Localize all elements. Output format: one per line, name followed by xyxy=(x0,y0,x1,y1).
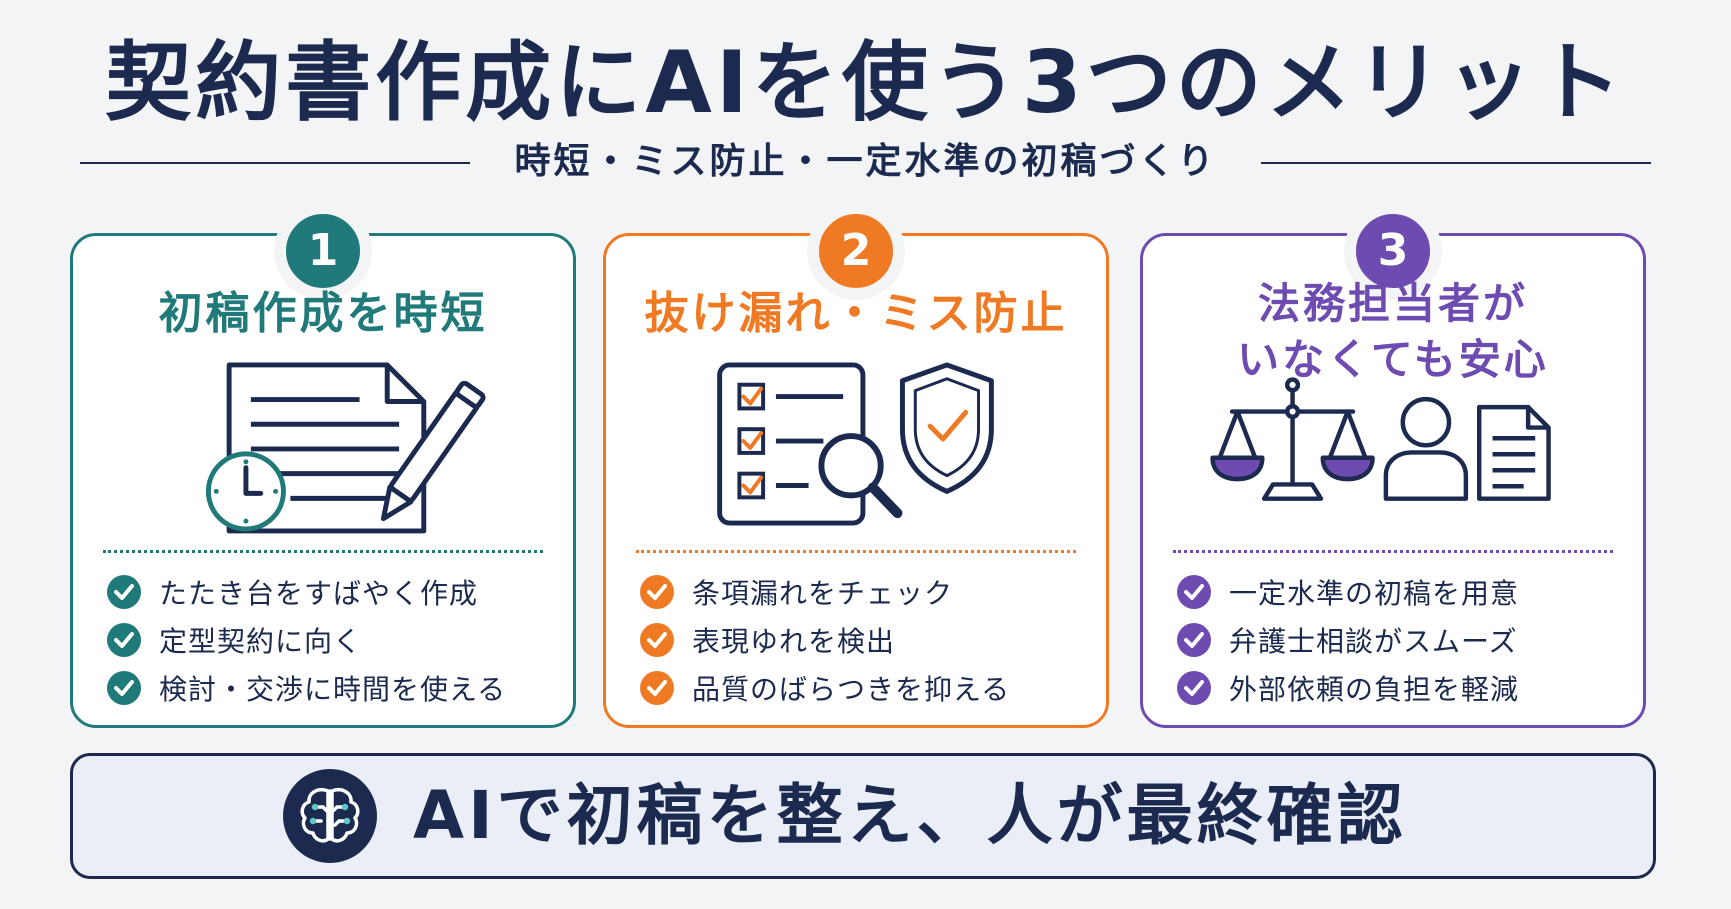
check-icon xyxy=(1177,623,1211,657)
list-item: 外部依頼の負担を軽減 xyxy=(1177,666,1519,714)
card-illustration xyxy=(717,362,994,526)
card-title-line: 抜け漏れ・ミス防止 xyxy=(644,288,1068,339)
list-item-text: 品質のばらつきを抑える xyxy=(692,673,1011,706)
list-item-text: 表現ゆれを検出 xyxy=(692,625,896,658)
summary-banner: AIで初稿を整え、人が最終確認 xyxy=(70,753,1656,879)
list-item-text: 検討・交渉に時間を使える xyxy=(159,673,507,706)
subtitle-row: 時短・ミス防止・一定水準の初稿づくり xyxy=(80,138,1651,186)
card-divider xyxy=(1173,550,1613,553)
check-icon xyxy=(107,623,141,657)
card-illustration xyxy=(205,362,486,534)
page-title: 契約書作成にAIを使う3つのメリット xyxy=(105,33,1626,133)
card-title-line: 法務担当者が xyxy=(1257,279,1528,328)
benefit-card-2: 2 抜け漏れ・ミス防止 条項漏れをチェック xyxy=(603,202,1109,728)
check-icon xyxy=(640,575,674,609)
check-icon xyxy=(640,671,674,705)
ai-brain-icon xyxy=(283,769,377,863)
benefit-card-3: 3 法務担当者が いなくても安心 xyxy=(1140,202,1646,728)
summary-banner-text: AIで初稿を整え、人が最終確認 xyxy=(413,777,1407,854)
list-item: 一定水準の初稿を用意 xyxy=(1177,570,1519,618)
card-title-line: いなくても安心 xyxy=(1237,335,1549,384)
card-divider xyxy=(103,550,543,553)
card-title: 初稿作成を時短 xyxy=(73,284,573,344)
card-illustration xyxy=(1210,377,1551,501)
benefit-card-1: 1 初稿作成を時短 たたき台をすばやく作成 xyxy=(70,202,576,728)
document-icon xyxy=(1477,404,1551,501)
shield-check-icon xyxy=(899,362,994,494)
scales-icon xyxy=(1210,377,1375,501)
magnifier-icon xyxy=(818,433,903,519)
list-item-text: 一定水準の初稿を用意 xyxy=(1229,577,1520,610)
card-title: 法務担当者が いなくても安心 xyxy=(1143,276,1643,388)
list-item: 弁護士相談がスムーズ xyxy=(1177,618,1519,666)
list-item: 検討・交渉に時間を使える xyxy=(107,666,506,714)
check-icon xyxy=(640,623,674,657)
list-item-text: 条項漏れをチェック xyxy=(692,577,954,610)
check-icon xyxy=(1177,671,1211,705)
list-item: 品質のばらつきを抑える xyxy=(640,666,1010,714)
card-title-line: 初稿作成を時短 xyxy=(158,288,488,339)
card-point-list: たたき台をすばやく作成 定型契約に向く 検討・交渉に時間を使える xyxy=(107,570,506,714)
list-item-text: たたき台をすばやく作成 xyxy=(159,577,479,610)
card-point-list: 一定水準の初稿を用意 弁護士相談がスムーズ 外部依頼の負担を軽減 xyxy=(1177,570,1519,714)
list-item: 条項漏れをチェック xyxy=(640,570,1010,618)
card-title: 抜け漏れ・ミス防止 xyxy=(606,284,1106,344)
list-item: 表現ゆれを検出 xyxy=(640,618,1010,666)
list-item-text: 弁護士相談がスムーズ xyxy=(1229,625,1518,658)
pen-icon xyxy=(380,380,486,522)
list-item-text: 定型契約に向く xyxy=(159,625,363,658)
check-icon xyxy=(1177,575,1211,609)
subtitle-divider-right xyxy=(1261,162,1651,164)
check-icon xyxy=(107,575,141,609)
clock-icon xyxy=(205,451,286,532)
subtitle-divider-left xyxy=(80,162,470,164)
list-item-text: 外部依頼の負担を軽減 xyxy=(1229,673,1520,706)
list-item: たたき台をすばやく作成 xyxy=(107,570,506,618)
page-subtitle: 時短・ミス防止・一定水準の初稿づくり xyxy=(514,141,1217,182)
check-icon xyxy=(107,671,141,705)
list-item: 定型契約に向く xyxy=(107,618,506,666)
card-point-list: 条項漏れをチェック 表現ゆれを検出 品質のばらつきを抑える xyxy=(640,570,1010,714)
card-divider xyxy=(636,550,1076,553)
person-icon xyxy=(1383,396,1469,501)
